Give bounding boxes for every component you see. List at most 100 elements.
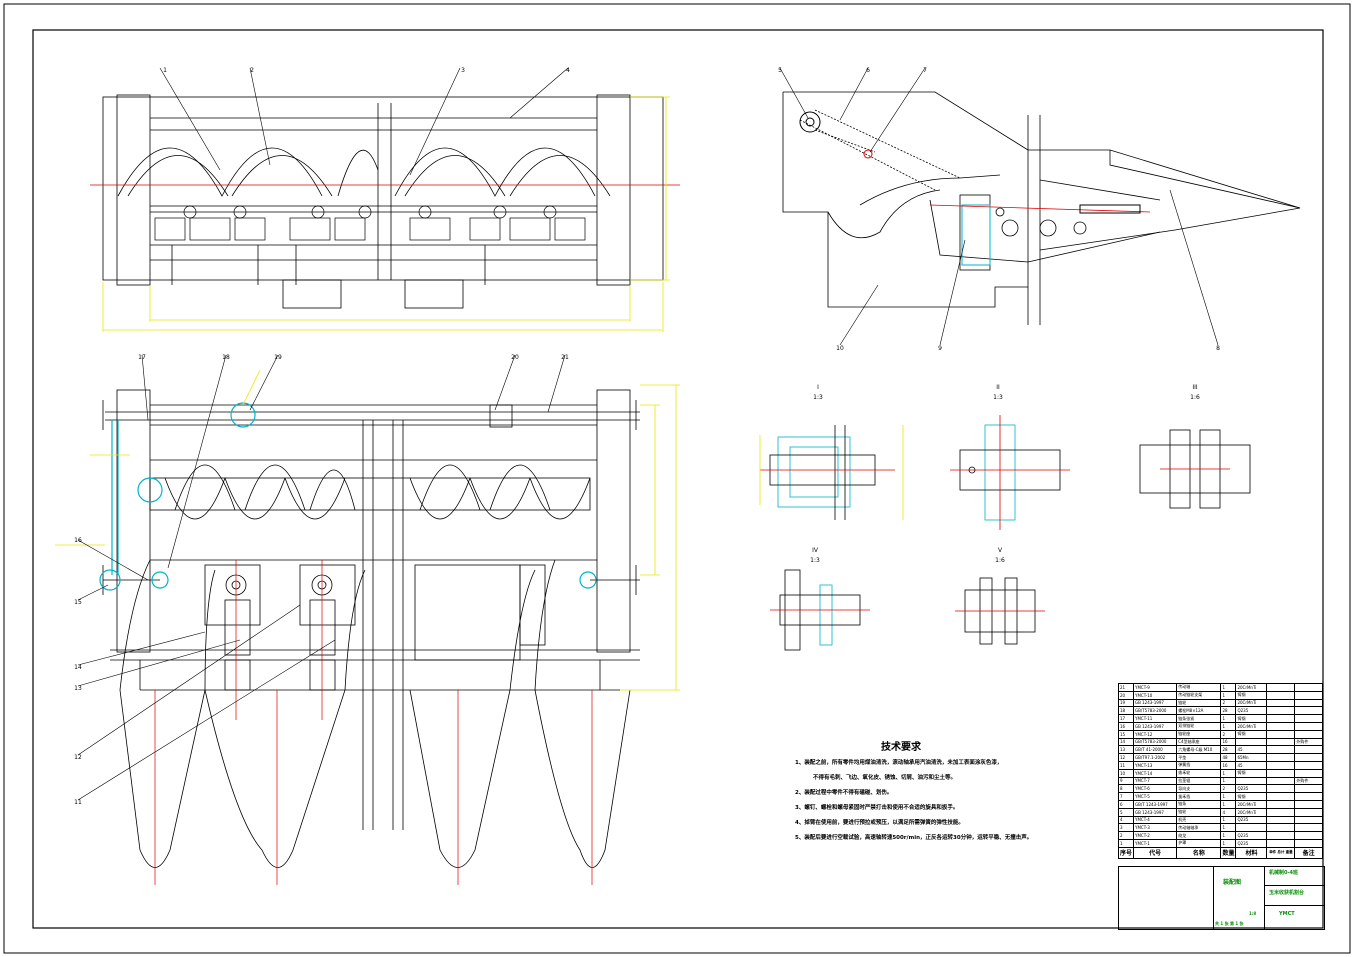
bom-header-cell: 代号 (1133, 846, 1178, 859)
tech-item: 5、装配后要进行空载试验，高速轴转速500r/min，正反各运转30分钟，运转平… (795, 835, 1033, 841)
bom-cell (1266, 784, 1296, 794)
callout-17: 17 (138, 354, 146, 361)
bom-cell: 20CrMnTi (1235, 698, 1268, 708)
callout-10: 10 (836, 345, 844, 352)
section-II-scale: 1:3 (993, 394, 1003, 401)
bom-cell: 20CrMnTi (1235, 721, 1268, 731)
bom-cell: 拉茎辊 (1176, 776, 1222, 786)
bom-cell: 28 (1220, 706, 1237, 716)
title-divider (1264, 867, 1265, 929)
title-divider (1264, 885, 1324, 886)
bom-cell (1266, 792, 1296, 801)
bom-cell: 4 (1117, 815, 1135, 825)
callout-3: 3 (461, 67, 465, 74)
callout-9: 9 (938, 345, 942, 352)
bom-cell: 8 (1117, 784, 1135, 794)
bom-cell: YMCT-11 (1133, 714, 1178, 723)
bom-cell: GB/T5783-2000 (1133, 706, 1178, 716)
callout-4: 4 (566, 67, 570, 74)
section-IV-label: IV (812, 547, 819, 554)
technical-requirements: 技术要求 1、装配之前，所有零件均用煤油清洗，滚动轴承用汽油清洗，未加工表面涂灰… (795, 738, 1095, 849)
inner-frame (32, 29, 1324, 929)
bom-cell: GB/T 41-2000 (1133, 745, 1178, 755)
drawing-name: 装配图 (1223, 879, 1242, 886)
bom-cell (1235, 776, 1268, 786)
bom-cell: 20CrMnTi (1235, 683, 1268, 692)
bom-header-cell: 数量 (1220, 846, 1237, 859)
section-IV-scale: 1:3 (810, 557, 820, 564)
bom-cell: 外购件 (1294, 737, 1323, 747)
bom-cell: Q235 (1235, 831, 1268, 840)
bom-cell: 14 (1117, 737, 1135, 747)
bom-cell: 机壳 (1176, 815, 1222, 825)
callout-16: 16 (74, 537, 82, 544)
bom-cell: C4型轴承座 (1176, 737, 1222, 747)
bom-cell: GB 1243-1997 (1133, 721, 1178, 731)
bom-cell: 链轮 (1176, 807, 1222, 817)
bom-cell (1294, 683, 1323, 692)
callout-1: 1 (163, 67, 167, 74)
bom-cell (1294, 729, 1323, 739)
bom-header: 序号代号名称数量材料单件 总计 重量备注 (1117, 846, 1323, 859)
bom-cell (1266, 760, 1296, 770)
front-view-centerlines (154, 560, 593, 885)
bom-cell: GB/T 1243-1997 (1133, 799, 1178, 809)
tech-item: 2、装配过程中零件不得有磕碰、划伤。 (795, 790, 893, 796)
bom-cell: 3 (1117, 823, 1135, 833)
tech-item: 4、掉臂在使用前，要进行预拉或预压，以满足所需弹簧的弹性技能。 (795, 820, 964, 826)
bom-cell: 1 (1220, 838, 1237, 848)
bom-cell: 1 (1220, 792, 1237, 801)
drawing-code: YMCT (1279, 911, 1295, 917)
bom-cell: YMCT-10 (1133, 690, 1178, 700)
bom-cell (1294, 831, 1323, 840)
bom-cell: YMCT-9 (1133, 683, 1178, 692)
bom-cell (1266, 831, 1296, 840)
bom-cell: GB 1243-1997 (1133, 698, 1178, 708)
bom-cell: 平垫 (1176, 753, 1222, 762)
callout-20: 20 (511, 354, 519, 361)
bom-cell (1294, 714, 1323, 723)
bom-cell: 传动链轮支架 (1176, 690, 1222, 700)
bom-cell: YMCT-6 (1133, 784, 1178, 794)
bom-cell: Q235 (1235, 815, 1268, 825)
bom-cell: YMCT-3 (1133, 823, 1178, 833)
bom-cell (1294, 768, 1323, 778)
bom-cell (1266, 807, 1296, 817)
bom-cell (1266, 776, 1296, 786)
bom-cell: YMCT-14 (1133, 768, 1178, 778)
bom-cell (1294, 784, 1323, 794)
bom-cell (1294, 792, 1323, 801)
detail-section-III (1139, 429, 1251, 509)
detail-section-I (759, 425, 904, 520)
bom-cell (1266, 683, 1296, 692)
bom-cell: 5 (1117, 807, 1135, 817)
tech-item: 不得有毛刺、飞边、氧化皮、锈蚀、切屑、油污和尘土等。 (813, 775, 957, 781)
bom-cell (1294, 753, 1323, 762)
bom-cell: 1 (1117, 838, 1135, 848)
bom-cell (1294, 690, 1323, 700)
callout-8: 8 (1216, 345, 1220, 352)
bom-cell: YMCT-7 (1133, 776, 1178, 786)
bom-cell: 45 (1235, 760, 1268, 770)
callout-13: 13 (74, 685, 82, 692)
bom-cell: Q235 (1235, 706, 1268, 716)
bom-cell (1294, 823, 1323, 833)
bom-cell (1294, 698, 1323, 708)
front-view-chain (99, 402, 597, 591)
bom-cell: 1 (1220, 714, 1237, 723)
bom-cell (1235, 737, 1268, 747)
callout-15: 15 (74, 599, 82, 606)
section-III-scale: 1:6 (1190, 394, 1200, 401)
bom-cell: 20CrMnTi (1235, 807, 1268, 817)
bom-cell (1294, 815, 1323, 825)
drawing-scale: 1:8 (1249, 911, 1257, 916)
